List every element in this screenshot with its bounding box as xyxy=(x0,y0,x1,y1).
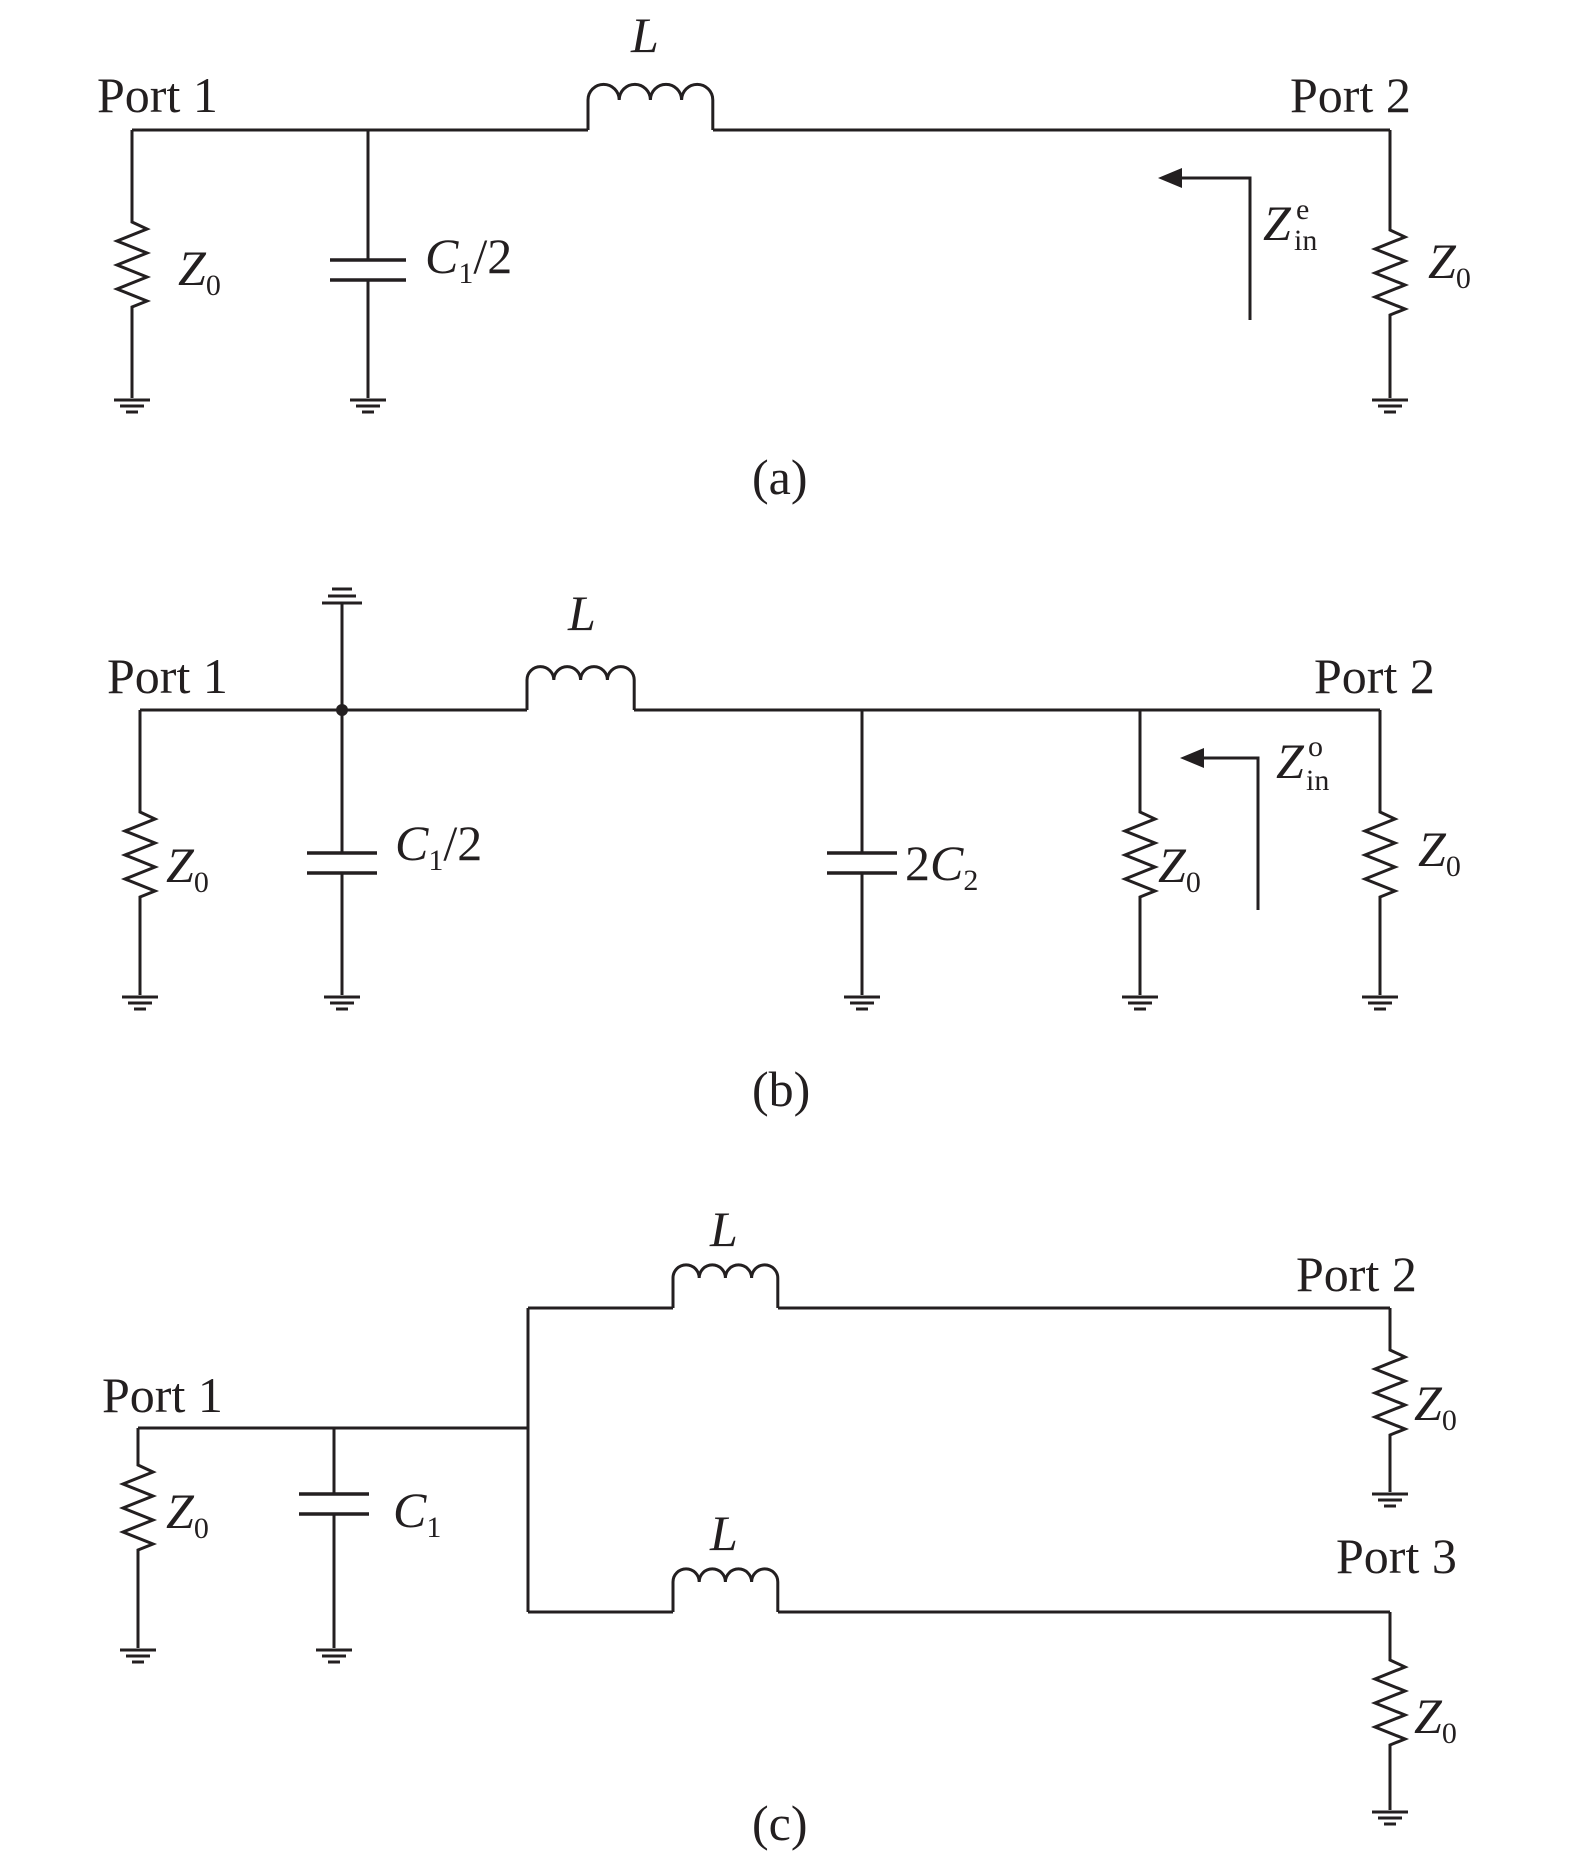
panel-b-zin-sub: in xyxy=(1306,764,1329,797)
panel-b-zin-arrow xyxy=(1200,756,1260,910)
panel-c-z0-port2-label: Z0 xyxy=(1414,1375,1457,1437)
panel-c-port1-label: Port 1 xyxy=(102,1367,223,1423)
capacitor-plates xyxy=(827,851,897,875)
ground-icon xyxy=(1122,995,1158,1011)
arrow-head-icon xyxy=(1158,168,1182,188)
panel-c-z0-port3-label: Z0 xyxy=(1414,1688,1457,1750)
panel-b-2c2-label: 2C2 xyxy=(905,835,978,897)
panel-a-z0-right-label: Z0 xyxy=(1428,233,1471,295)
capacitor-plates xyxy=(330,258,406,282)
panel-c-inductor-bottom-label: L xyxy=(709,1505,738,1561)
panel-c-inductor-top xyxy=(671,1263,780,1308)
panel-b-inductor-label: L xyxy=(567,585,596,641)
panel-a-c1-half-label: C1/2 xyxy=(425,228,512,290)
ground-icon xyxy=(316,1648,352,1664)
panel-c-port3-label: Port 3 xyxy=(1336,1528,1457,1584)
panel-c-z0-left-label: Z0 xyxy=(166,1483,209,1545)
capacitor-plates xyxy=(307,851,377,875)
ground-icon xyxy=(1372,398,1408,414)
panel-a-caption: (a) xyxy=(752,449,808,505)
panel-c-port2-label: Port 2 xyxy=(1296,1246,1417,1302)
ground-icon xyxy=(120,1648,156,1664)
arrow-head-icon xyxy=(1180,748,1204,768)
panel-b-zin-label: Z xyxy=(1276,733,1305,789)
panel-b-caption: (b) xyxy=(752,1061,810,1117)
panel-b-c1-half-label: C1/2 xyxy=(395,815,482,877)
panel-c-inductor-top-label: L xyxy=(709,1201,738,1257)
panel-a-port2-label: Port 2 xyxy=(1290,67,1411,123)
panel-a-z0-left-label: Z0 xyxy=(178,240,221,302)
panel-c-c1-label: C1 xyxy=(393,1482,441,1544)
ground-icon xyxy=(1372,1810,1408,1826)
capacitor-plates xyxy=(299,1492,369,1516)
panel-a-port1-label: Port 1 xyxy=(97,67,218,123)
panel-a-zin-arrow xyxy=(1178,176,1252,320)
ground-icon xyxy=(844,995,880,1011)
panel-a-zin-sup: e xyxy=(1296,193,1309,226)
panel-c-port3-resistor xyxy=(1370,1612,1410,1810)
panel-b-mid-resistor xyxy=(1120,710,1160,995)
panel-a: Port 1 Port 2 L Z0 Z0 C1/2 Z e in (a) xyxy=(97,7,1471,505)
panel-b: Port 1 Port 2 L Z0 C1/2 2C2 Z0 Z0 Z o in… xyxy=(107,585,1461,1117)
panel-c-caption: (c) xyxy=(752,1795,808,1851)
panel-b-port1-label: Port 1 xyxy=(107,648,228,704)
ground-icon xyxy=(122,995,158,1011)
ground-icon xyxy=(322,587,362,605)
panel-c: Port 1 Port 2 Port 3 L L Z0 C1 Z0 Z0 (c) xyxy=(102,1201,1457,1851)
panel-b-zin-sup: o xyxy=(1308,730,1323,763)
panel-b-port2-label: Port 2 xyxy=(1314,648,1435,704)
panel-b-z0-left-label: Z0 xyxy=(166,837,209,899)
panel-a-inductor-L xyxy=(586,82,715,130)
panel-a-inductor-label: L xyxy=(630,7,659,63)
ground-icon xyxy=(114,398,150,414)
panel-c-port1-resistor xyxy=(118,1428,158,1648)
panel-b-port1-resistor xyxy=(120,710,160,995)
panel-a-port1-resistor xyxy=(112,130,152,398)
ground-icon xyxy=(1372,1492,1408,1508)
panel-a-zin-sub: in xyxy=(1294,224,1317,257)
panel-b-z0-right-label: Z0 xyxy=(1418,821,1461,883)
ground-icon xyxy=(324,995,360,1011)
panel-a-port2-resistor xyxy=(1370,130,1410,398)
panel-a-zin-label: Z xyxy=(1263,195,1292,251)
ground-icon xyxy=(350,398,386,414)
panel-b-inductor-L xyxy=(525,665,636,710)
panel-b-z0-mid-label: Z0 xyxy=(1158,837,1201,899)
ground-icon xyxy=(1362,995,1398,1011)
panel-b-port2-resistor xyxy=(1360,710,1400,995)
panel-c-port2-resistor xyxy=(1370,1308,1410,1492)
panel-c-inductor-bottom xyxy=(671,1567,780,1612)
